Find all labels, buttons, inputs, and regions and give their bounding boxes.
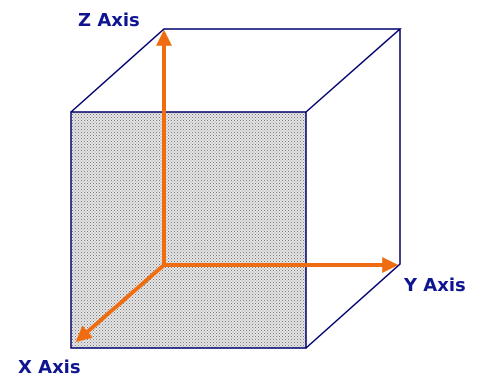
cube-top-edges — [70, 28, 402, 113]
z-axis-label: Z Axis — [78, 10, 140, 31]
x-axis-label: X Axis — [18, 357, 81, 378]
cube-right-edges — [305, 29, 401, 349]
cube-front-face — [70, 111, 307, 349]
y-axis-label: Y Axis — [403, 275, 466, 296]
x-axis-arrow — [75, 263, 166, 343]
